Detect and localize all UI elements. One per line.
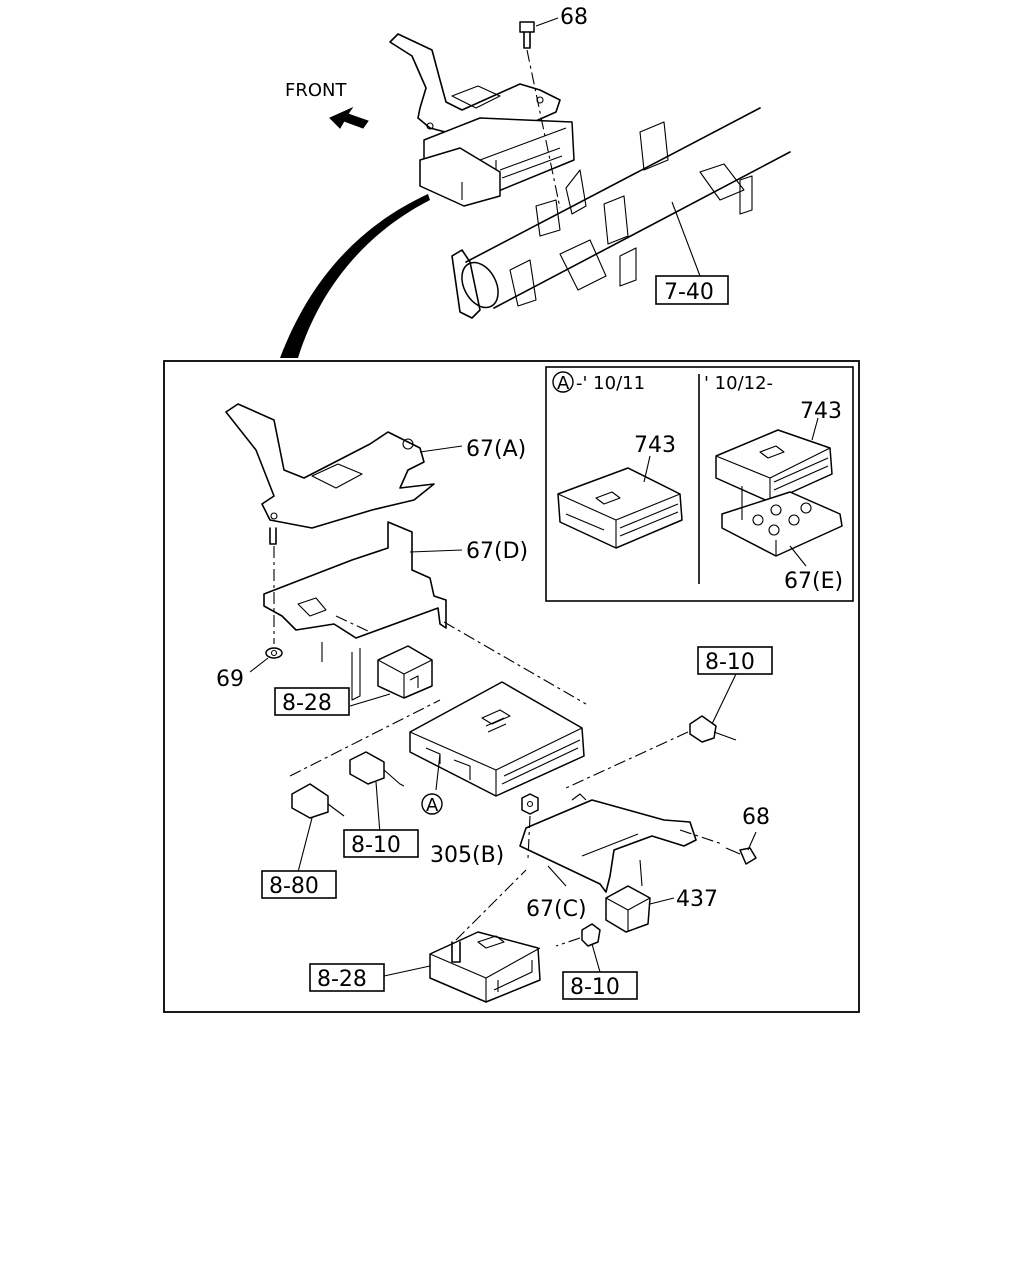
relay-upper: [377, 645, 433, 699]
callout-nut: 69: [216, 667, 244, 692]
ref-box-8-10-right[interactable]: [697, 646, 773, 675]
callout-bracket-c: 67(C): [526, 897, 587, 922]
callout-crossmember[interactable]: 7-40: [664, 280, 714, 305]
variant-a-range: -' 10/11: [576, 373, 645, 394]
connector-8-10-left: [349, 751, 405, 787]
detail-parts: 67(A) 67(D) 69 8-28: [216, 403, 773, 1003]
detail-pointer-arrow: [280, 194, 430, 358]
callout-bolt-right: 68: [742, 805, 770, 830]
callout-bolt-305: 305(B): [430, 843, 504, 868]
connector-8-10-right: [689, 715, 737, 743]
inset-unit-b: [715, 429, 833, 503]
connector-8-10-bottom: [555, 923, 601, 947]
ref-box-8-28-lower[interactable]: [309, 963, 385, 992]
variant-inset: A -' 10/11 ' 10/12- 743 743: [545, 366, 854, 602]
module-lower: [429, 931, 541, 1003]
callout-ref-8-10-left[interactable]: 8-10: [351, 833, 401, 858]
callout-ref-8-10-bottom[interactable]: 8-10: [570, 975, 620, 1000]
nut-305-icon: [521, 793, 539, 815]
callout-ref-8-28-upper[interactable]: 8-28: [282, 691, 332, 716]
inset-tray-label: 67(E): [784, 569, 843, 594]
callout-ref-8-80[interactable]: 8-80: [269, 874, 319, 899]
variant-b-range: ' 10/12-: [704, 373, 773, 394]
bracket-67a: [225, 403, 435, 529]
connector-8-80: [291, 783, 345, 819]
callout-bolt-top: 68: [560, 5, 588, 30]
bracket-67d: [263, 521, 447, 639]
callout-ref-8-28-lower[interactable]: 8-28: [317, 967, 367, 992]
callout-bracket-a: 67(A): [466, 437, 526, 462]
ref-box-8-28-upper[interactable]: [274, 687, 350, 716]
inset-frame: [545, 366, 854, 602]
bolt-right-icon: [725, 847, 757, 865]
callout-bracket-d: 67(D): [466, 539, 528, 564]
overview-bracket: [389, 33, 561, 141]
callout-ref-8-10-right[interactable]: 8-10: [705, 650, 755, 675]
sensor-437: [605, 859, 651, 933]
callout-ecu-marker: A: [426, 795, 439, 816]
callout-sensor: 437: [676, 887, 718, 912]
variant-a-marker-circle: [552, 371, 574, 393]
ecu-main: [409, 681, 585, 797]
detail-frame: [163, 360, 860, 1013]
ref-box-8-10-bottom[interactable]: [562, 971, 638, 1000]
inset-tray: [721, 486, 843, 557]
nut-icon: [265, 647, 283, 659]
ref-box-8-10-left[interactable]: [343, 829, 419, 858]
inset-unit-a: [557, 467, 683, 549]
ref-box-8-80[interactable]: [261, 870, 337, 899]
bolt-icon: [519, 21, 535, 49]
front-arrow-icon: [329, 106, 369, 129]
inset-unit-b-label: 743: [800, 399, 842, 424]
bracket-67c: [519, 799, 697, 893]
top-overview: FRONT 68: [280, 5, 791, 358]
crossmember-tube: [451, 107, 791, 319]
inset-unit-a-label: 743: [634, 433, 676, 458]
ref-box-7-40[interactable]: [655, 275, 729, 305]
ecu-marker-circle: [421, 793, 443, 815]
variant-a-marker: A: [557, 373, 570, 394]
front-label: FRONT: [285, 80, 347, 101]
